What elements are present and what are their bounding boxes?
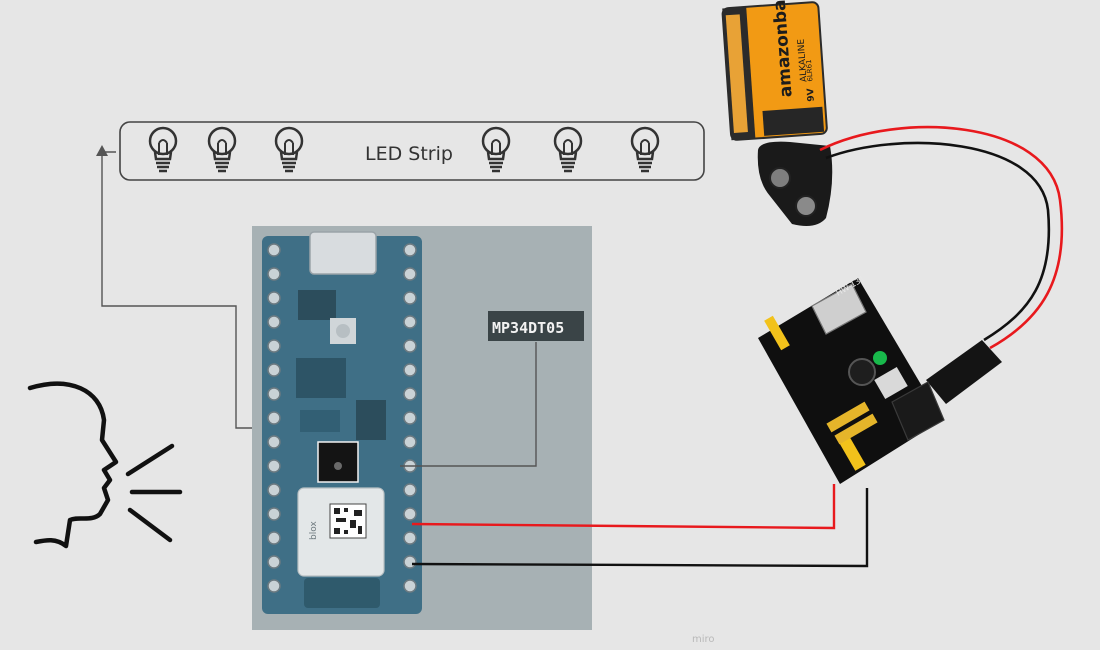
mic-label: MP34DT05 — [492, 319, 564, 337]
bulb-icon — [276, 128, 302, 171]
speaking-head-icon — [30, 384, 180, 546]
led-connector-line — [102, 152, 252, 428]
bulb-icon — [632, 128, 658, 171]
module-brand-text: blox — [309, 521, 319, 540]
battery-voltage: 9V — [806, 88, 817, 102]
bulb-icon — [555, 128, 581, 171]
bulb-icon — [150, 128, 176, 171]
battery-snap — [758, 142, 833, 226]
watermark: miro — [692, 634, 715, 645]
bulb-icon — [483, 128, 509, 171]
usb-connector — [310, 232, 376, 274]
arrow-icon — [96, 145, 108, 156]
battery-9v: amazonbasics ALKALINE 9V 6LR61 — [719, 0, 832, 226]
battery-model: 6LR61 — [805, 59, 815, 82]
power-module: HW-131 — [758, 274, 944, 484]
arduino-board: blox — [262, 232, 422, 614]
bulb-icon — [209, 128, 235, 171]
barrel-plug — [926, 340, 1002, 404]
led-strip-label: LED Strip — [365, 143, 453, 165]
